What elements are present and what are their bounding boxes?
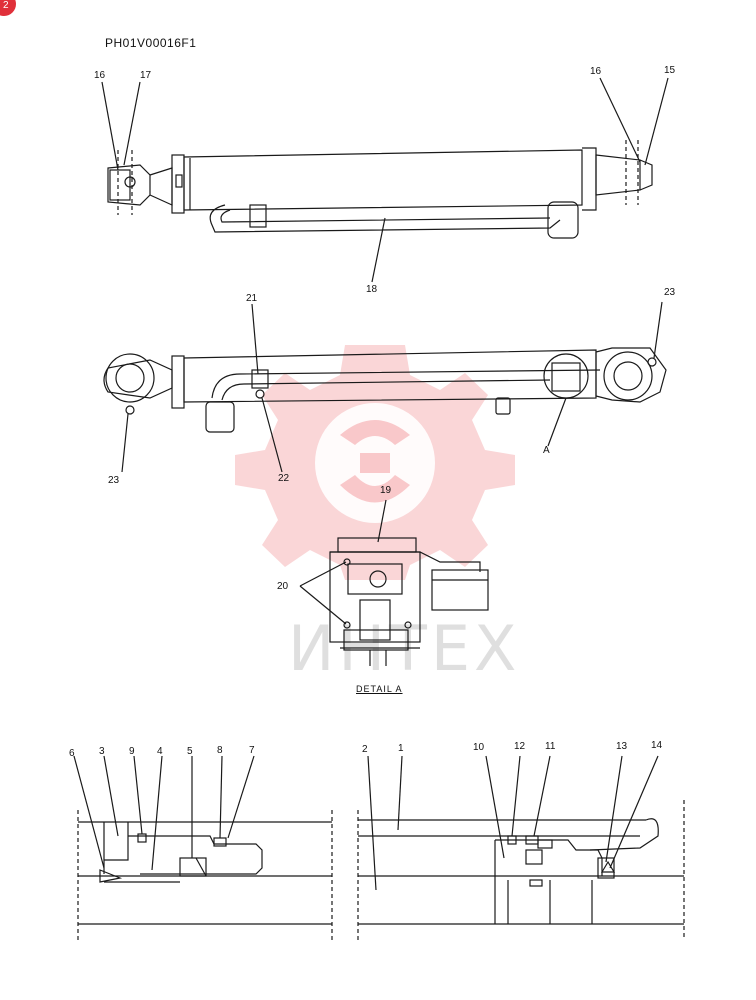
callout-2: 2 [362, 744, 368, 755]
callout-22: 22 [278, 473, 290, 484]
section-view-right [357, 755, 685, 940]
callout-8: 8 [217, 745, 223, 756]
callout-20: 20 [277, 581, 289, 592]
callout-16-right: 16 [590, 66, 602, 77]
detail-a-caption: DETAIL A [356, 684, 403, 694]
callout-17: 17 [140, 70, 152, 81]
callout-6: 6 [69, 748, 75, 759]
callout-1: 1 [398, 743, 404, 754]
callout-16-left: 16 [94, 70, 106, 81]
callout-10: 10 [473, 742, 485, 753]
page-badge: 2 [0, 0, 16, 16]
callout-13: 13 [616, 741, 628, 752]
callout-14: 14 [651, 740, 663, 751]
callout-5: 5 [187, 746, 193, 757]
callout-a: A [543, 445, 550, 456]
callout-18: 18 [366, 284, 378, 295]
watermark-logo [235, 345, 515, 580]
callout-11: 11 [545, 741, 556, 752]
drawing-code: PH01V00016F1 [105, 36, 197, 50]
callout-7: 7 [249, 745, 255, 756]
callout-4: 4 [157, 746, 163, 757]
callout-21: 21 [246, 293, 258, 304]
callout-19: 19 [380, 485, 392, 496]
callout-9: 9 [129, 746, 135, 757]
callout-15: 15 [664, 65, 676, 76]
section-view-left [73, 755, 333, 940]
cylinder-top-view [101, 77, 669, 283]
callout-23-right: 23 [664, 287, 676, 298]
callout-12: 12 [514, 741, 526, 752]
cylinder-side-view [103, 301, 667, 473]
callout-3: 3 [99, 746, 105, 757]
detail-a-drawing [299, 499, 489, 666]
callout-23-left: 23 [108, 475, 120, 486]
